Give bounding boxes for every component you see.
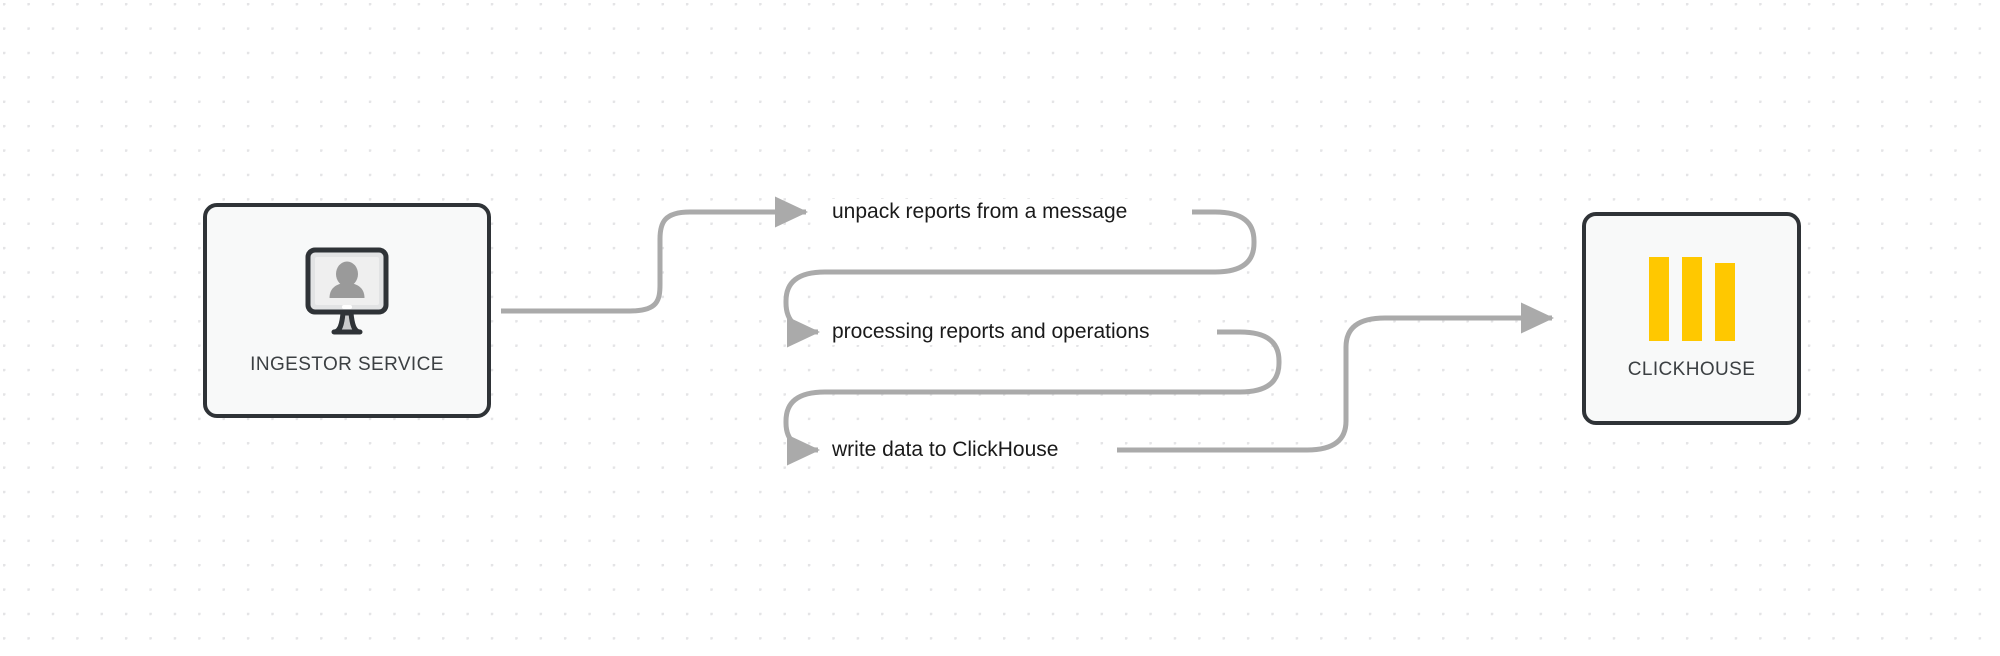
edge-label-step-3: write data to ClickHouse [826, 437, 1065, 463]
node-clickhouse[interactable]: CLICKHOUSE [1582, 212, 1801, 425]
clickhouse-bar-1 [1648, 256, 1669, 341]
monitor-user-icon [293, 246, 401, 338]
edge-step1-to-step2 [783, 209, 1257, 348]
edge-step3-to-clickhouse [1117, 302, 1555, 453]
edge-label-step-1: unpack reports from a message [826, 199, 1134, 225]
clickhouse-bar-2 [1681, 256, 1702, 341]
edge-label-step-2: processing reports and operations [826, 319, 1156, 345]
edge-step2-to-step3 [783, 329, 1282, 466]
edge-ingestor-to-step1 [501, 196, 809, 314]
clickhouse-bars-icon [1648, 256, 1735, 341]
node-ingestor-service-label: INGESTOR SERVICE [250, 353, 444, 375]
node-clickhouse-label: CLICKHOUSE [1627, 358, 1756, 380]
clickhouse-bar-3 [1714, 262, 1735, 341]
node-ingestor-service[interactable]: INGESTOR SERVICE [203, 203, 491, 418]
